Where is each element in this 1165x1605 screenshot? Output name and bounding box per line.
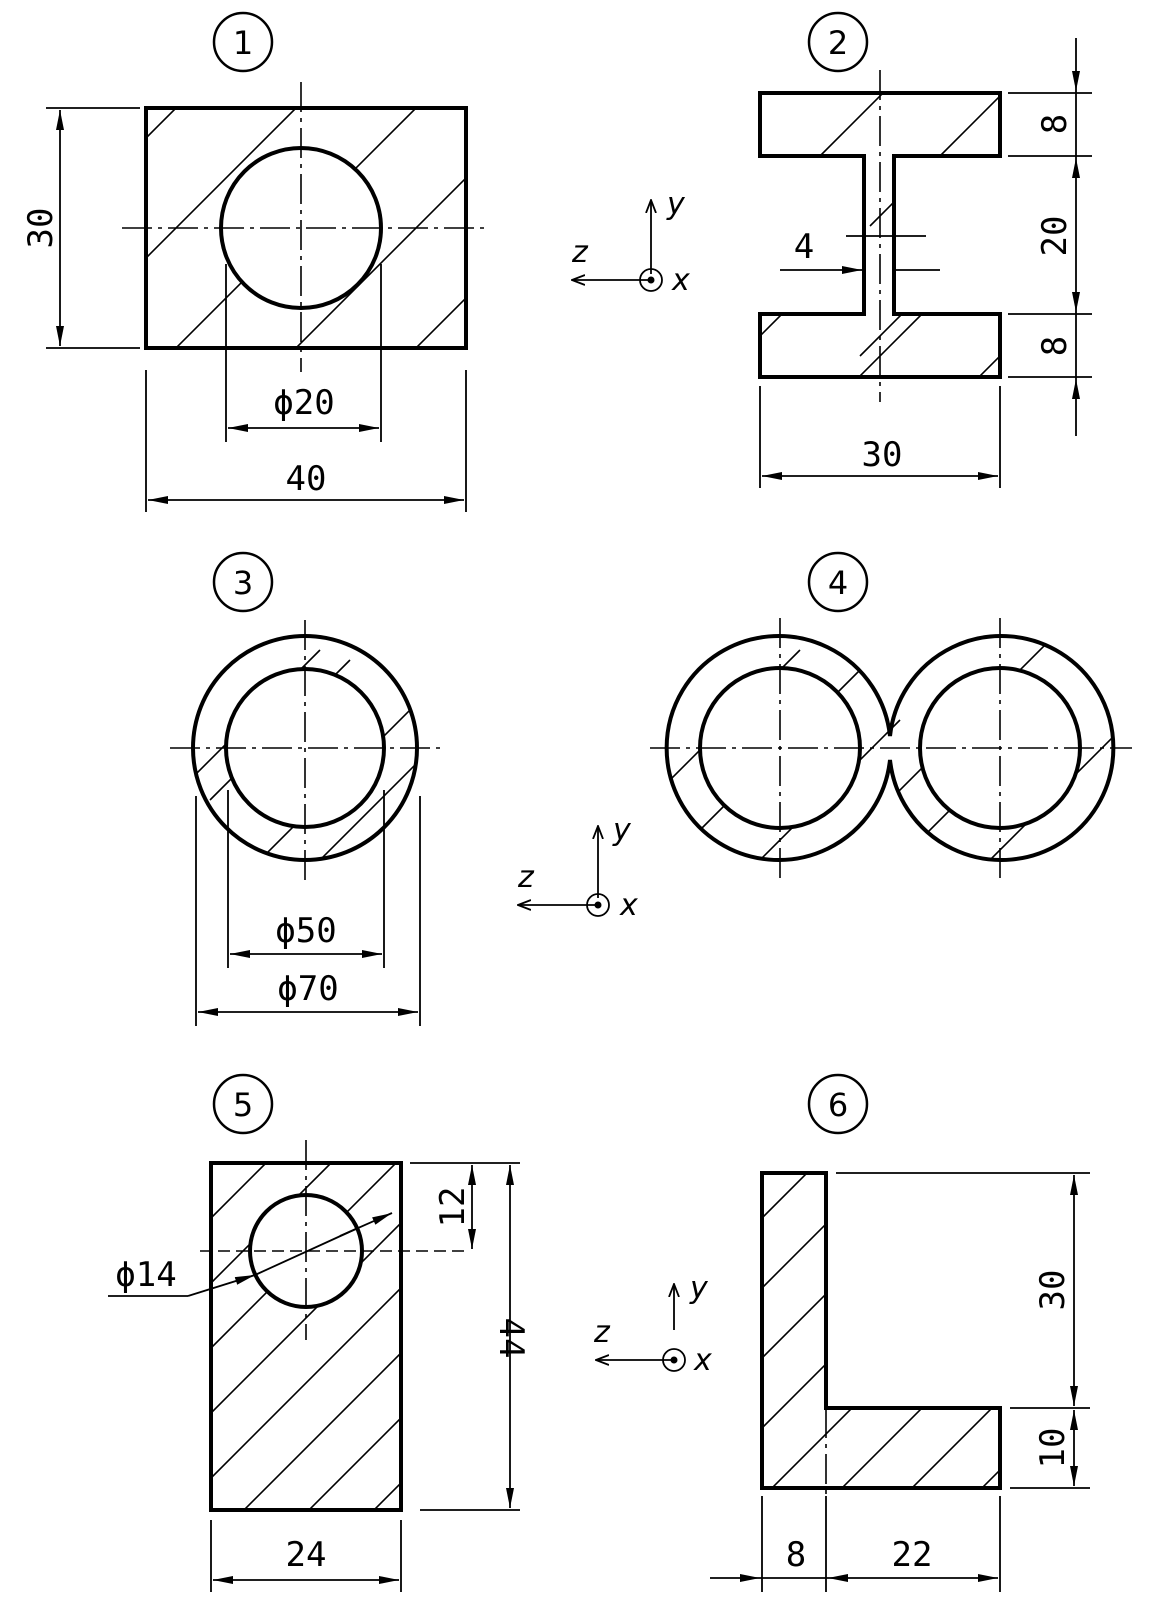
extension-lines <box>761 1496 1001 1592</box>
leader-arrow-upper <box>339 1212 393 1237</box>
coordinate-axes-2: y z x <box>517 813 638 923</box>
figure-number-circle <box>807 551 869 613</box>
extension-lines <box>195 796 421 1026</box>
coordinate-axes-1: y z x <box>571 187 690 298</box>
dim-web-height-text: 20 <box>1035 216 1075 257</box>
dim-bottom-flange-text: 8 <box>1035 336 1075 356</box>
z-axis-label: z <box>517 860 535 895</box>
figure-number-circle <box>212 551 274 613</box>
i-beam-outline <box>758 91 1002 379</box>
figure-number: 1 <box>233 24 253 62</box>
figure-number: 6 <box>828 1086 848 1124</box>
centerlines <box>170 620 440 880</box>
x-axis-symbol <box>662 1348 686 1372</box>
dim-inner-diameter-text: ϕ50 <box>275 911 336 951</box>
extension-lines <box>46 107 140 349</box>
dim-width-text: 30 <box>862 435 903 475</box>
figure-1: 1 30 ϕ20 40 <box>21 11 490 512</box>
x-axis-label: x <box>619 888 638 923</box>
leader-arrow-lower <box>187 1274 256 1297</box>
rectangle-outline <box>209 1161 403 1512</box>
dim-web-thickness-text: 8 <box>786 1535 806 1575</box>
z-axis-label: z <box>593 1315 611 1350</box>
z-axis-label: z <box>571 235 589 270</box>
dim-web-thickness-text: 4 <box>794 227 814 267</box>
dim-height-text: 44 <box>491 1318 531 1359</box>
figure-number-circle <box>212 11 274 73</box>
x-axis-symbol <box>639 268 663 292</box>
dim-hole-offset-text: 12 <box>433 1187 473 1228</box>
dim-hole-diameter-text: ϕ14 <box>115 1255 176 1295</box>
coordinate-axes-3: y z x <box>593 1271 712 1378</box>
figure-3: 3 ϕ50 ϕ70 <box>170 551 440 1026</box>
x-axis-symbol <box>586 893 610 917</box>
dim-top-flange-text: 8 <box>1035 114 1075 134</box>
hatch-pattern <box>760 93 1000 377</box>
extension-lines <box>227 790 385 968</box>
figure-number: 3 <box>233 564 253 602</box>
figure-number-circle <box>212 1073 274 1135</box>
dim-outer-diameter-text: ϕ70 <box>277 969 338 1009</box>
centerlines <box>122 82 490 372</box>
rectangle-outline <box>144 106 468 350</box>
figure-5: 5 ϕ14 12 44 24 <box>108 1073 531 1592</box>
extension-lines <box>1008 92 1092 378</box>
dim-diameter-text: ϕ20 <box>273 383 334 423</box>
dim-upper-height-text: 30 <box>1033 1270 1073 1311</box>
figure-number: 2 <box>828 24 848 62</box>
y-axis-label: y <box>666 187 686 222</box>
extension-lines <box>145 370 467 512</box>
dim-base-length-text: 22 <box>892 1535 933 1575</box>
figure-number: 5 <box>233 1086 253 1124</box>
angle-outline <box>760 1171 1002 1490</box>
dim-width-text: 24 <box>286 1535 327 1575</box>
extension-lines <box>836 1172 1090 1489</box>
dim-height-text: 30 <box>21 208 61 249</box>
figure-6: 6 30 10 8 22 <box>710 1073 1090 1592</box>
extension-lines <box>210 1520 402 1592</box>
figure-number-circle <box>807 11 869 73</box>
hatch-pattern <box>193 649 417 860</box>
dim-base-height-text: 10 <box>1033 1428 1073 1469</box>
hatch-pattern <box>668 636 1112 860</box>
hatch-pattern <box>762 1173 1000 1488</box>
figure-number-circle <box>807 1073 869 1135</box>
double-tube-outline <box>664 634 1116 862</box>
extension-lines <box>225 264 382 442</box>
y-axis-label: y <box>612 813 632 848</box>
extension-lines <box>759 386 1001 488</box>
dim-width-text: 40 <box>286 459 327 499</box>
x-axis-dot <box>670 1356 678 1364</box>
x-axis-label: x <box>693 1343 712 1378</box>
y-axis-label: y <box>689 1271 709 1306</box>
figure-2: 2 8 20 8 4 30 <box>758 11 1092 488</box>
x-axis-dot <box>594 901 602 909</box>
centerlines <box>650 618 1132 878</box>
x-axis-dot <box>647 276 655 284</box>
figure-number: 4 <box>828 564 848 602</box>
figure-4: 4 <box>650 551 1132 878</box>
x-axis-label: x <box>671 263 690 298</box>
